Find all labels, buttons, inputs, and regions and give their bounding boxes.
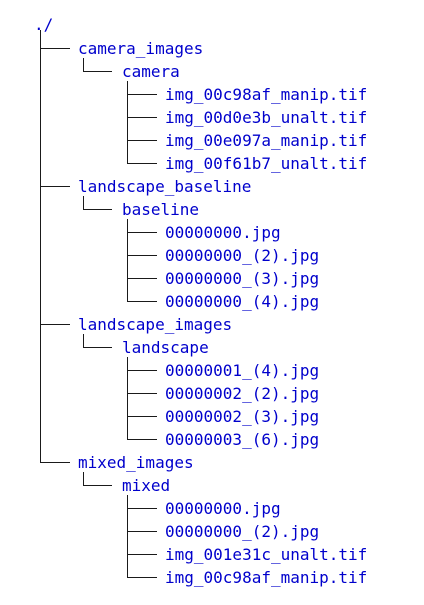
- file-label[interactable]: 00000002_(2).jpg: [165, 383, 320, 403]
- subfolder-trunk-line: [83, 58, 84, 71]
- folder-label[interactable]: landscape_images: [78, 314, 233, 334]
- file-branch-line: [127, 255, 157, 256]
- file-label[interactable]: img_00c98af_manip.tif: [165, 567, 368, 587]
- subfolder-label[interactable]: mixed: [122, 475, 171, 495]
- file-branch-line: [127, 393, 157, 394]
- file-label[interactable]: img_00c98af_manip.tif: [165, 84, 368, 104]
- file-branch-line: [127, 531, 157, 532]
- file-trunk-line: [127, 219, 128, 301]
- file-label[interactable]: 00000000_(4).jpg: [165, 291, 320, 311]
- file-label[interactable]: img_00d0e3b_unalt.tif: [165, 107, 368, 127]
- file-branch-line: [127, 94, 157, 95]
- folder-branch-line: [40, 324, 70, 325]
- subfolder-trunk-line: [83, 196, 84, 209]
- file-branch-line: [127, 416, 157, 417]
- subfolder-branch-line: [83, 485, 112, 486]
- file-label[interactable]: img_00e097a_manip.tif: [165, 130, 368, 150]
- file-branch-line: [127, 370, 157, 371]
- subfolder-trunk-line: [83, 334, 84, 347]
- folder-branch-line: [40, 186, 70, 187]
- subfolder-trunk-line: [83, 472, 84, 485]
- folder-branch-line: [40, 48, 70, 49]
- file-label[interactable]: 00000000_(2).jpg: [165, 521, 320, 541]
- file-trunk-line: [127, 357, 128, 439]
- file-branch-line: [127, 163, 157, 164]
- folder-label[interactable]: mixed_images: [78, 452, 194, 472]
- file-label[interactable]: img_001e31c_unalt.tif: [165, 544, 368, 564]
- file-label[interactable]: 00000000.jpg: [165, 222, 281, 242]
- file-trunk-line: [127, 81, 128, 163]
- file-branch-line: [127, 577, 157, 578]
- file-branch-line: [127, 117, 157, 118]
- file-branch-line: [127, 554, 157, 555]
- file-label[interactable]: 00000002_(3).jpg: [165, 406, 320, 426]
- file-branch-line: [127, 508, 157, 509]
- file-branch-line: [127, 301, 157, 302]
- file-branch-line: [127, 140, 157, 141]
- file-label[interactable]: 00000001_(4).jpg: [165, 360, 320, 380]
- file-label[interactable]: 00000003_(6).jpg: [165, 429, 320, 449]
- root-folder-label[interactable]: ./: [34, 15, 54, 34]
- folder-label[interactable]: camera_images: [78, 38, 204, 58]
- file-branch-line: [127, 232, 157, 233]
- folder-branch-line: [40, 462, 70, 463]
- folder-label[interactable]: landscape_baseline: [78, 176, 252, 196]
- subfolder-label[interactable]: camera: [122, 61, 180, 81]
- root-trunk-line: [40, 30, 41, 462]
- subfolder-label[interactable]: landscape: [122, 337, 209, 357]
- subfolder-branch-line: [83, 71, 112, 72]
- file-label[interactable]: 00000000.jpg: [165, 498, 281, 518]
- subfolder-label[interactable]: baseline: [122, 199, 200, 219]
- file-label[interactable]: img_00f61b7_unalt.tif: [165, 153, 368, 173]
- file-label[interactable]: 00000000_(3).jpg: [165, 268, 320, 288]
- file-branch-line: [127, 439, 157, 440]
- file-trunk-line: [127, 495, 128, 577]
- subfolder-branch-line: [83, 209, 112, 210]
- file-label[interactable]: 00000000_(2).jpg: [165, 245, 320, 265]
- subfolder-branch-line: [83, 347, 112, 348]
- file-branch-line: [127, 278, 157, 279]
